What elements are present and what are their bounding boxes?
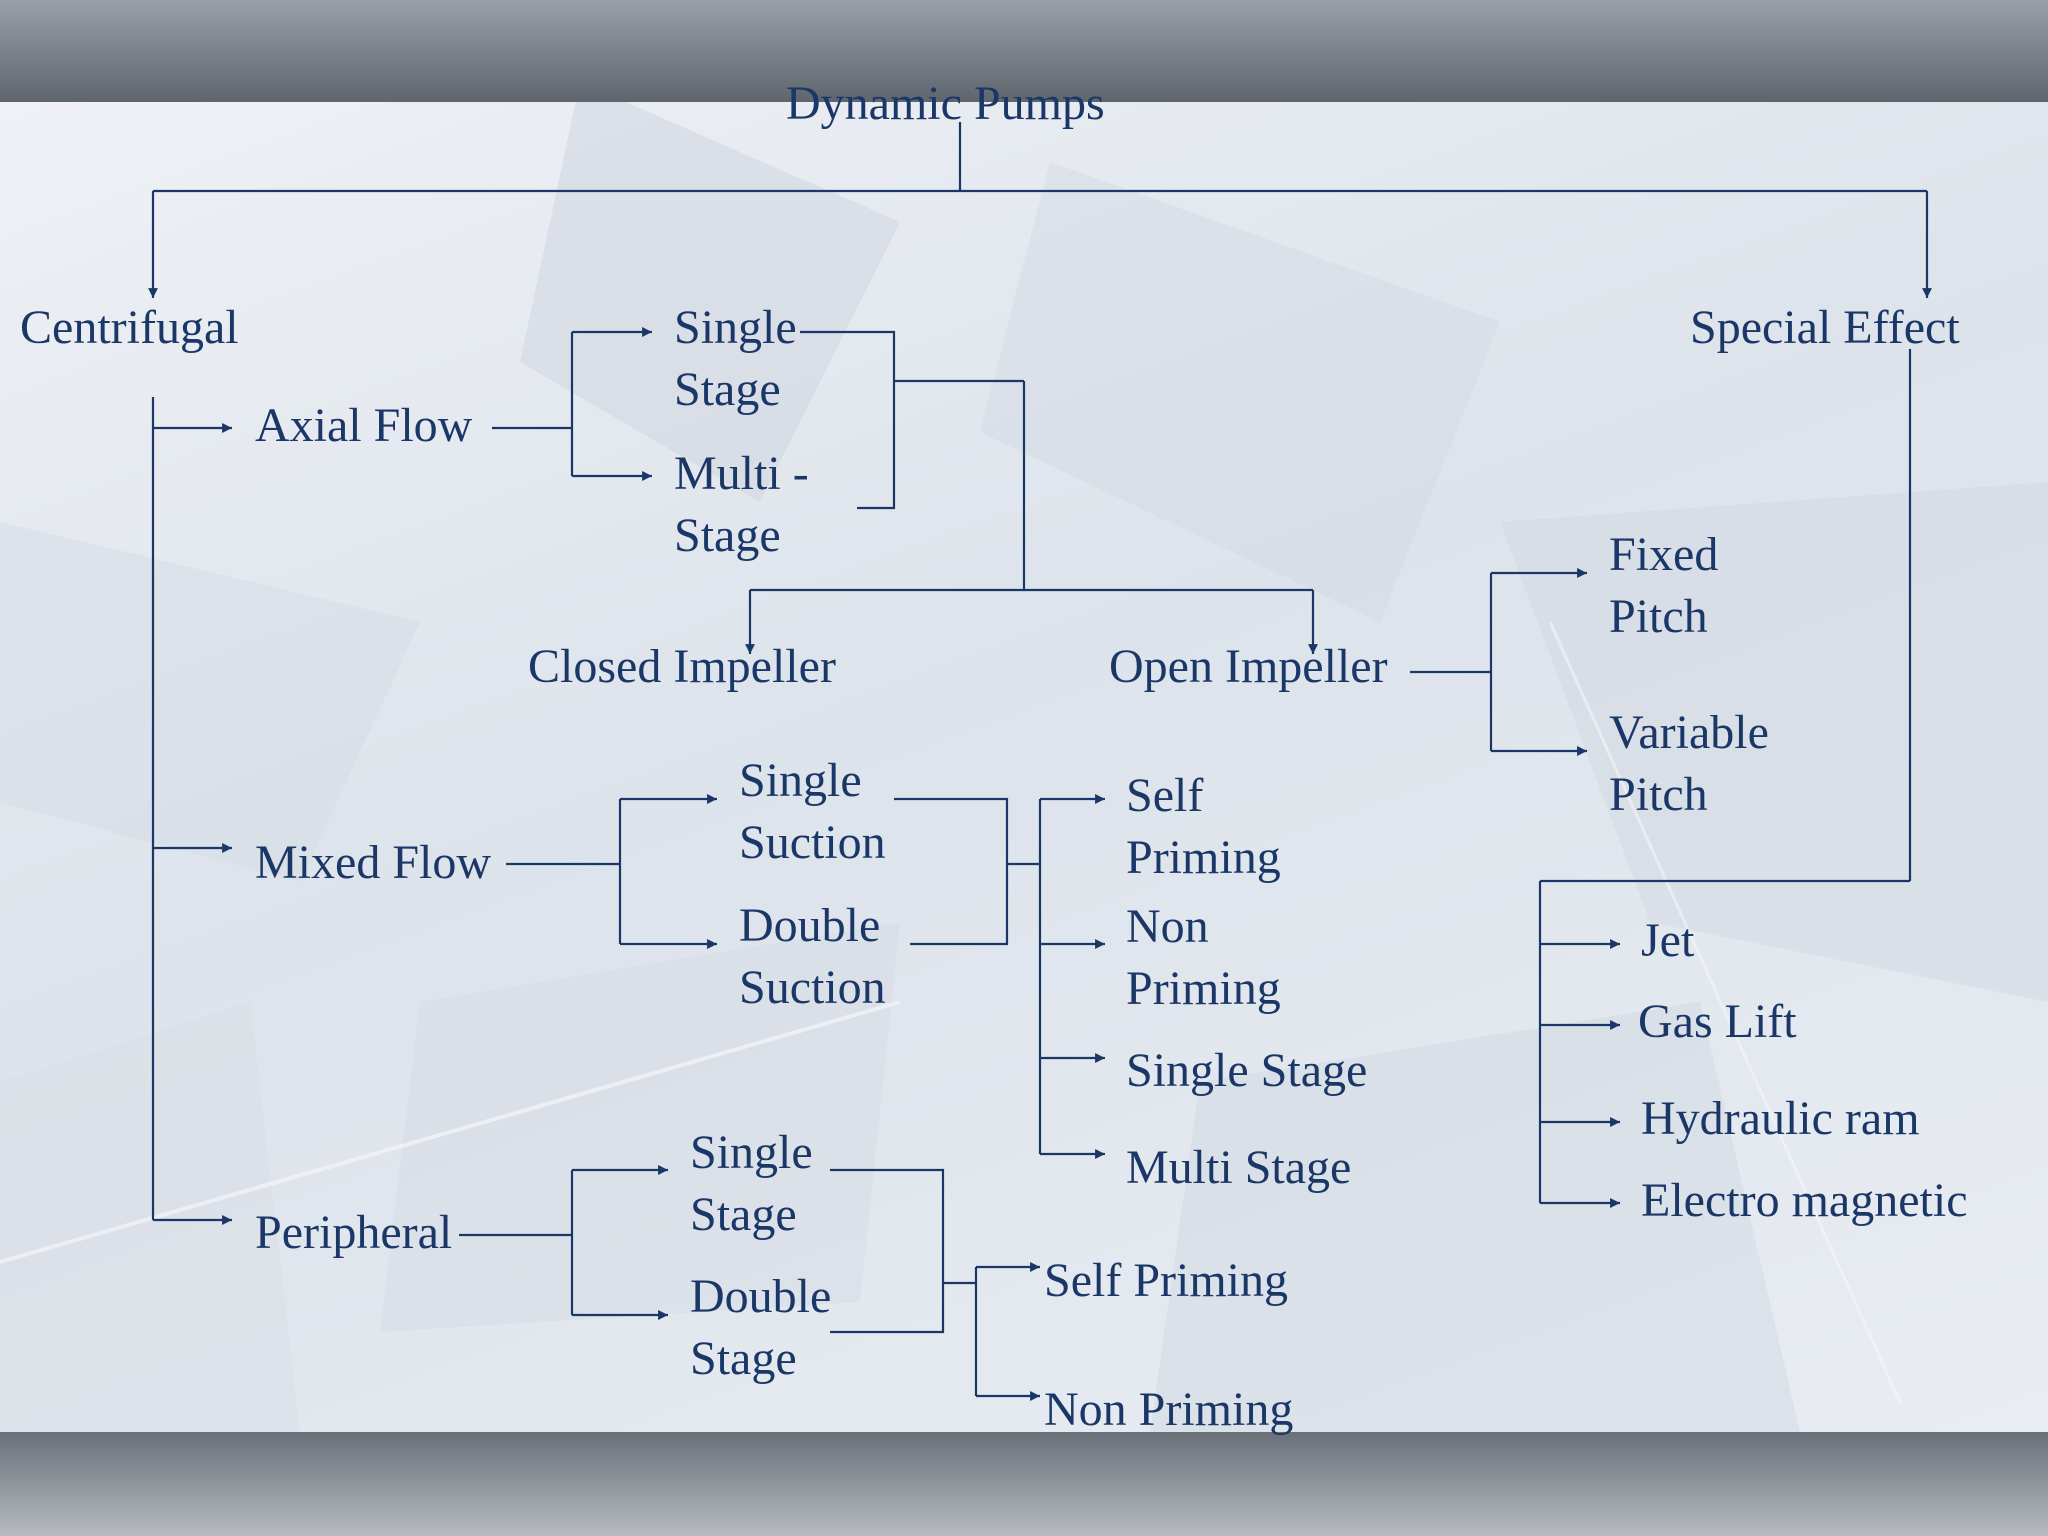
node-peripheral: Peripheral <box>255 1206 453 1259</box>
node-jet: Jet <box>1641 914 1695 967</box>
node-axial-single-stage-line1: Single <box>674 301 797 354</box>
node-double-suction-line1: Double <box>739 899 881 952</box>
node-single-suction-line1: Single <box>739 754 862 807</box>
node-non-priming: Non Priming <box>1126 896 1281 1020</box>
node-axial-flow: Axial Flow <box>255 399 473 452</box>
node-periph-double-stage: Double Stage <box>690 1266 831 1390</box>
node-non-priming-line1: Non <box>1126 900 1209 953</box>
node-fixed-pitch-line1: Fixed <box>1609 528 1719 581</box>
node-periph-non-priming: Non Priming <box>1044 1383 1294 1436</box>
node-double-suction: Double Suction <box>739 895 886 1019</box>
axial-merge <box>800 330 896 510</box>
node-periph-single-stage-line1: Single <box>690 1126 813 1179</box>
suction-merge <box>894 797 1009 946</box>
node-mixed-multi-stage: Multi Stage <box>1126 1141 1352 1194</box>
node-closed-impeller: Closed Impeller <box>528 640 836 693</box>
node-self-priming-line1: Self <box>1126 769 1204 822</box>
node-hydraulic-ram: Hydraulic ram <box>1641 1092 1920 1145</box>
bottom-bar <box>0 1432 2048 1536</box>
node-special-effect: Special Effect <box>1690 301 1960 354</box>
node-centrifugal: Centrifugal <box>20 301 239 354</box>
node-periph-single-stage: Single Stage <box>690 1122 813 1246</box>
node-open-impeller: Open Impeller <box>1109 640 1388 693</box>
node-fixed-pitch: Fixed Pitch <box>1609 524 1718 648</box>
node-electro-magnetic: Electro magnetic <box>1641 1174 1968 1227</box>
node-double-suction-line2: Suction <box>739 961 886 1014</box>
top-bar <box>0 0 2048 102</box>
node-single-suction-line2: Suction <box>739 816 886 869</box>
node-periph-double-stage-line1: Double <box>690 1270 832 1323</box>
background-shapes <box>0 102 2048 1432</box>
node-axial-single-stage: Single Stage <box>674 297 797 421</box>
node-periph-single-stage-line2: Stage <box>690 1188 797 1241</box>
node-periph-self-priming: Self Priming <box>1044 1254 1289 1307</box>
node-fixed-pitch-line2: Pitch <box>1609 590 1708 643</box>
node-periph-double-stage-line2: Stage <box>690 1332 797 1385</box>
node-variable-pitch-line2: Pitch <box>1609 768 1708 821</box>
node-axial-multi-stage: Multi - Stage <box>674 443 809 567</box>
node-mixed-single-stage: Single Stage <box>1126 1044 1368 1097</box>
node-dynamic-pumps: Dynamic Pumps <box>786 77 1105 130</box>
node-non-priming-line2: Priming <box>1126 962 1281 1015</box>
peripheral-merge <box>830 1168 945 1334</box>
node-axial-single-stage-line2: Stage <box>674 363 781 416</box>
node-single-suction: Single Suction <box>739 750 886 874</box>
node-mixed-flow: Mixed Flow <box>255 836 492 889</box>
node-variable-pitch: Variable Pitch <box>1609 702 1769 826</box>
node-axial-multi-stage-line1: Multi - <box>674 447 809 500</box>
node-self-priming: Self Priming <box>1126 765 1281 889</box>
slide-background <box>0 102 2048 1432</box>
node-self-priming-line2: Priming <box>1126 831 1281 884</box>
node-axial-multi-stage-line2: Stage <box>674 509 781 562</box>
node-gas-lift: Gas Lift <box>1638 995 1797 1048</box>
node-variable-pitch-line1: Variable <box>1609 706 1769 759</box>
